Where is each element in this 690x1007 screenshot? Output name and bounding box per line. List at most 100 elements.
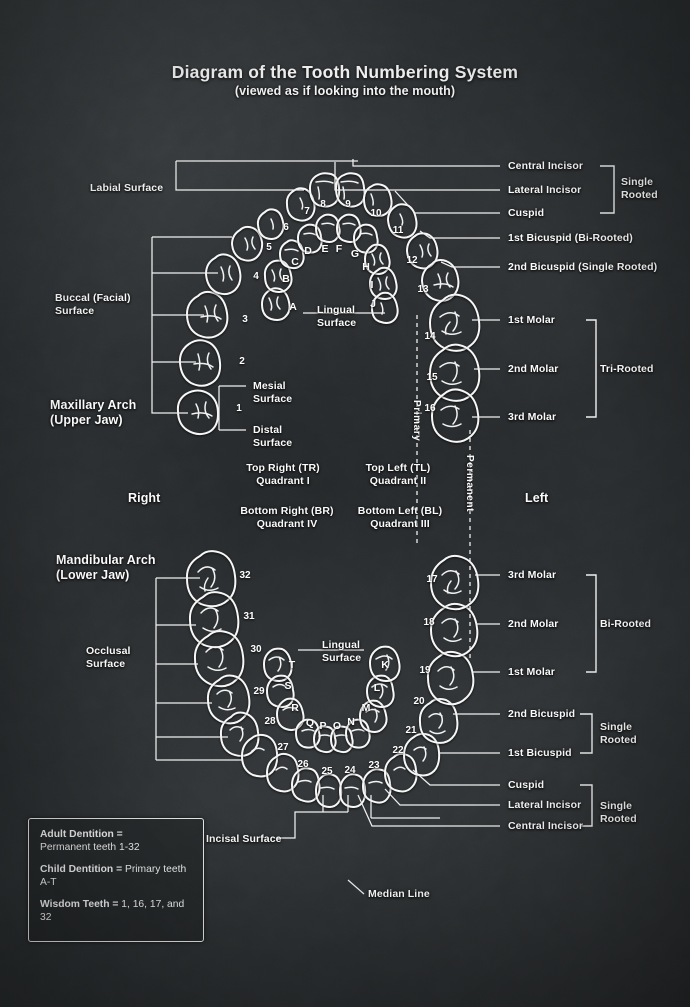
right-brackets-upper	[586, 165, 615, 418]
tooth-number-29: 29	[253, 686, 265, 697]
label-median-line: Median Line	[368, 888, 430, 900]
bracket-single-rooted-incisor: Single Rooted	[600, 800, 637, 825]
tooth-number-11: 11	[392, 225, 404, 236]
tooth-number-14: 14	[424, 331, 436, 342]
primary-tooth-L: L	[373, 682, 381, 694]
page-subtitle: (viewed as if looking into the mouth)	[234, 84, 456, 98]
tooth-number-28: 28	[264, 716, 276, 727]
label-quadrant-bottom-left: Bottom Left (BL) Quadrant III	[357, 505, 443, 530]
legend-child-title: Child Dentition =	[40, 864, 125, 875]
label-distal-surface: Distal Surface	[253, 424, 293, 449]
label-first-bicuspid-lower: 1st Bicuspid	[508, 747, 572, 759]
label-lateral-incisor-lower: Lateral Incisor	[508, 799, 582, 811]
legend-adult: Adult Dentition = Permanent teeth 1-32	[40, 828, 192, 854]
label-first-bicuspid: 1st Bicuspid (Bi-Rooted)	[508, 232, 633, 244]
tooth-number-27: 27	[277, 742, 289, 753]
tooth-number-2: 2	[239, 356, 245, 367]
label-maxillary-arch: Maxillary Arch (Upper Jaw)	[50, 398, 137, 427]
label-third-molar-lower: 3rd Molar	[508, 569, 557, 581]
primary-tooth-G: G	[350, 248, 360, 260]
primary-tooth-J: J	[370, 298, 376, 310]
label-quadrant-top-right: Top Right (TR) Quadrant I	[246, 462, 320, 487]
legend-adult-body: Permanent teeth 1-32	[40, 842, 140, 853]
primary-tooth-E: E	[321, 243, 329, 255]
tooth-number-13: 13	[417, 284, 429, 295]
legend-wisdom: Wisdom Teeth = 1, 16, 17, and 32	[40, 898, 192, 924]
label-first-molar: 1st Molar	[508, 314, 555, 326]
tooth-number-15: 15	[426, 372, 438, 383]
tooth-number-8: 8	[320, 199, 326, 210]
bracket-tri-rooted: Tri-Rooted	[600, 363, 654, 375]
tooth-number-4: 4	[253, 271, 259, 282]
label-first-molar-lower: 1st Molar	[508, 666, 555, 678]
label-labial-surface: Labial Surface	[90, 182, 164, 194]
tooth-number-9: 9	[345, 199, 351, 210]
label-cuspid: Cuspid	[508, 207, 545, 219]
label-incisal-surface: Incisal Surface	[206, 833, 282, 845]
primary-tooth-C: C	[291, 256, 299, 268]
tooth-number-19: 19	[419, 665, 431, 676]
tooth-number-23: 23	[368, 760, 380, 771]
primary-tooth-K: K	[381, 659, 389, 671]
bracket-single-rooted-upper: Single Rooted	[621, 176, 658, 201]
incisal-surface-leader	[276, 795, 440, 839]
primary-tooth-H: H	[362, 261, 370, 273]
tooth-number-21: 21	[405, 725, 417, 736]
primary-tooth-M: M	[361, 702, 371, 714]
page-title: Diagram of the Tooth Numbering System	[171, 62, 519, 82]
label-cuspid-lower: Cuspid	[508, 779, 545, 791]
label-second-molar-lower: 2nd Molar	[508, 618, 559, 630]
tooth-number-6: 6	[283, 222, 289, 233]
tooth-number-22: 22	[392, 745, 404, 756]
legend-adult-title: Adult Dentition =	[40, 829, 123, 840]
tooth-number-1: 1	[236, 403, 242, 414]
primary-tooth-D: D	[304, 245, 312, 257]
tooth-number-25: 25	[321, 766, 333, 777]
primary-tooth-T: T	[288, 659, 296, 671]
primary-tooth-O: O	[332, 720, 342, 732]
label-third-molar: 3rd Molar	[508, 411, 557, 423]
tooth-number-17: 17	[426, 574, 438, 585]
primary-tooth-A: A	[289, 301, 297, 313]
tooth-number-5: 5	[266, 242, 272, 253]
legend-child: Child Dentition = Primary teeth A-T	[40, 863, 192, 889]
label-lateral-incisor: Lateral Incisor	[508, 184, 582, 196]
label-lingual-surface-lower: Lingual Surface	[322, 639, 362, 664]
legend-wisdom-body: 1, 16, 17, and 32	[40, 899, 185, 923]
label-quadrant-top-left: Top Left (TL) Quadrant II	[365, 462, 431, 487]
legend-child-body: Primary teeth A-T	[40, 864, 187, 888]
primary-tooth-N: N	[347, 716, 355, 728]
tooth-number-18: 18	[423, 617, 435, 628]
tooth-number-10: 10	[370, 208, 382, 219]
label-lingual-surface-upper: Lingual Surface	[317, 304, 357, 329]
tooth-number-31: 31	[243, 611, 255, 622]
label-mesial-surface: Mesial Surface	[253, 380, 293, 405]
primary-tooth-B: B	[282, 273, 290, 285]
primary-tooth-F: F	[335, 243, 343, 255]
right-brackets-lower	[580, 574, 597, 827]
primary-tooth-Q: Q	[305, 717, 315, 729]
tooth-number-32: 32	[239, 570, 251, 581]
label-side-right: Right	[128, 491, 161, 505]
label-second-bicuspid-lower: 2nd Bicuspid	[508, 708, 576, 720]
label-central-incisor-lower: Central Incisor	[508, 820, 584, 832]
legend-box: Adult Dentition = Permanent teeth 1-32 C…	[28, 818, 204, 942]
tooth-number-16: 16	[424, 403, 436, 414]
bracket-bi-rooted: Bi-Rooted	[600, 618, 652, 630]
tooth-number-12: 12	[406, 255, 418, 266]
label-mandibular-arch: Mandibular Arch (Lower Jaw)	[56, 553, 156, 582]
label-buccal-facial-surface: Buccal (Facial) Surface	[55, 292, 131, 317]
label-primary-axis: Primary	[411, 400, 422, 442]
tooth-number-3: 3	[242, 314, 248, 325]
label-side-left: Left	[525, 491, 549, 505]
tooth-number-26: 26	[297, 759, 309, 770]
label-occlusal-surface: Occlusal Surface	[86, 645, 131, 670]
left-leader-lines-lower	[155, 577, 243, 761]
label-permanent-axis: Permanent	[464, 455, 475, 513]
primary-permanent-axis	[416, 315, 471, 660]
label-quadrant-bottom-right: Bottom Right (BR) Quadrant IV	[240, 505, 334, 530]
primary-tooth-R: R	[291, 702, 299, 714]
primary-tooth-P: P	[319, 720, 327, 732]
right-leader-lines-lower	[357, 574, 500, 827]
